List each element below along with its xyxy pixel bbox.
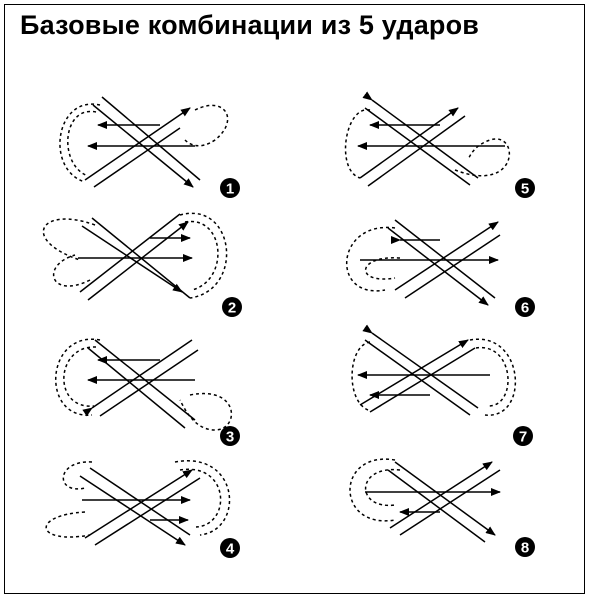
strike-line-5d: [367, 115, 466, 187]
svg-text:8: 8: [521, 540, 529, 557]
loop-left-4b: [45, 511, 91, 538]
strike-line-8d: [399, 469, 501, 536]
loop-left-2: [42, 218, 96, 261]
loop-left-1: [59, 103, 101, 183]
strike-line-2c: [87, 221, 189, 301]
badge-7: 7: [513, 426, 533, 446]
badge-6: 6: [515, 297, 535, 317]
loop-left-1b: [67, 110, 97, 177]
strike-line-7a: [364, 339, 471, 416]
combination-6: [345, 219, 501, 306]
strike-line-4b: [79, 475, 186, 546]
strike-line-6a: [394, 219, 496, 299]
svg-text:1: 1: [226, 181, 234, 198]
svg-text:7: 7: [519, 429, 527, 446]
combination-1: [59, 96, 229, 188]
strike-line-1c: [84, 107, 191, 181]
combination-8: [349, 458, 501, 543]
strike-line-3c: [82, 339, 193, 417]
svg-text:4: 4: [226, 541, 235, 558]
loop-left-6: [345, 226, 396, 292]
loop-right-3: [179, 392, 232, 431]
strike-line-4a: [89, 467, 191, 536]
strike-line-6d: [404, 234, 501, 299]
strike-line-6b: [387, 227, 489, 306]
combination-7: [351, 324, 517, 416]
loop-right-4: [174, 460, 231, 536]
loop-left-2b: [53, 254, 91, 287]
badge-2: 2: [222, 297, 242, 317]
strike-line-4d: [94, 477, 201, 546]
strike-line-8b: [387, 469, 486, 543]
strike-line-1b: [101, 96, 201, 181]
svg-text:6: 6: [521, 300, 529, 317]
svg-text:3: 3: [226, 429, 234, 446]
loop-left-7: [351, 341, 371, 411]
diagram-frame: [4, 4, 585, 594]
strike-line-1d: [93, 127, 181, 188]
svg-text:2: 2: [228, 300, 236, 317]
badge-8: 8: [515, 537, 535, 557]
strike-line-6c: [394, 221, 499, 291]
loop-left-3b: [63, 346, 97, 407]
loop-right-4b: [179, 468, 222, 528]
loop-right-2: [179, 212, 228, 299]
strike-line-7d: [369, 347, 476, 413]
loop-left-4: [62, 461, 93, 490]
loop-right-2b: [184, 220, 219, 291]
strike-line-4c: [84, 469, 193, 539]
svg-text:5: 5: [521, 181, 529, 198]
loop-right-7b: [475, 347, 509, 407]
loop-left-5: [344, 109, 371, 179]
strike-line-7b: [362, 324, 479, 409]
loop-right-7: [469, 338, 517, 416]
loop-left-3: [54, 338, 101, 416]
badge-4: 4: [220, 538, 240, 558]
loop-left-8: [349, 458, 396, 522]
combination-3: [54, 338, 232, 431]
page-title: Базовые комбинации из 5 ударов: [20, 10, 480, 40]
badge-3: 3: [220, 426, 240, 446]
loop-left-6b: [364, 257, 401, 280]
strike-line-8c: [389, 461, 493, 529]
combination-4: [45, 460, 231, 546]
loop-left-8b: [364, 468, 401, 507]
badge-1: 1: [220, 178, 240, 198]
strike-line-5b: [362, 91, 479, 179]
strike-line-2d: [79, 213, 181, 293]
loop-right-5: [454, 138, 511, 177]
strike-line-2b: [81, 225, 183, 293]
strike-line-5c: [359, 107, 459, 179]
strike-line-8a: [394, 461, 496, 536]
combination-5: [344, 91, 511, 187]
strike-line-3d: [99, 349, 199, 417]
combination-2: [42, 212, 228, 301]
badge-5: 5: [515, 178, 535, 198]
loop-right-1: [184, 104, 229, 147]
